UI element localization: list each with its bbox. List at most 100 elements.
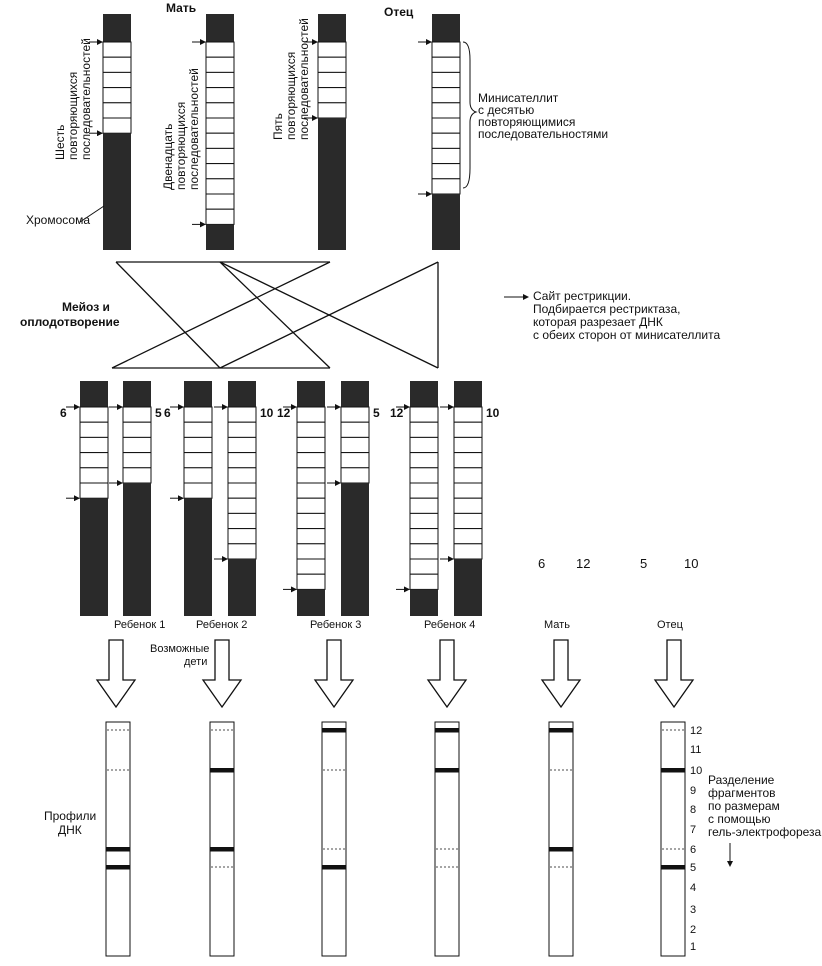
repeat-unit [122, 436, 152, 454]
repeat-unit [409, 573, 439, 590]
mother-chr2-label-line1: Двенадцать [161, 124, 175, 190]
child-3-repeat-count-1: 12 [277, 406, 291, 420]
repeat-unit [79, 436, 109, 454]
repeat-unit [317, 102, 347, 119]
mother-label-bottom: Мать [544, 619, 570, 631]
gel-lanes [105, 721, 686, 957]
minisatellite-label-line1: Минисателлит [478, 91, 559, 105]
repeat-unit [122, 406, 152, 423]
gel-scale-tick-4: 4 [690, 882, 696, 894]
repeat-unit [409, 528, 439, 545]
repeat-unit [431, 163, 461, 180]
repeat-unit [296, 406, 326, 423]
repeat-unit [296, 543, 326, 560]
repeat-unit [296, 436, 326, 454]
repeat-unit [183, 406, 213, 423]
mother-chromosome-1 [89, 14, 132, 250]
chromosome-top-segment [454, 381, 482, 407]
mother-chr1-label-line2: повторяющихся [66, 72, 80, 160]
child-2-label: Ребенок 2 [196, 619, 247, 631]
repeat-unit [122, 421, 152, 438]
gel-band-solid [210, 847, 234, 852]
down-arrows [95, 639, 695, 709]
repeat-unit [431, 132, 461, 149]
repeat-unit [453, 406, 483, 423]
down-arrow-icon-3 [313, 639, 355, 709]
gel-lane-1 [105, 721, 131, 957]
chromosome-bottom-segment [228, 559, 256, 616]
gel-lane-outline [434, 721, 460, 957]
repeat-unit [296, 452, 326, 469]
repeat-unit [409, 512, 439, 530]
chromosome-top-segment [103, 14, 131, 42]
minisatellite-label-line2: с десятью [478, 103, 534, 117]
gel-scale-tick-6: 6 [690, 844, 696, 856]
gel-lane-outline [321, 721, 347, 957]
repeat-unit [340, 436, 370, 454]
restriction-legend-line1: Сайт рестрикции. [533, 289, 631, 303]
repeat-unit [79, 452, 109, 469]
repeat-unit [409, 497, 439, 514]
repeat-unit [227, 421, 257, 438]
chromosome-bottom-segment [123, 483, 151, 616]
repeat-unit [296, 497, 326, 514]
repeat-unit [205, 178, 235, 195]
repeat-unit [227, 436, 257, 454]
repeat-unit [409, 467, 439, 484]
repeat-unit [183, 467, 213, 484]
repeat-unit [227, 512, 257, 530]
repeat-unit [205, 56, 235, 73]
restriction-legend-line4: с обеих сторон от минисателлита [533, 328, 720, 342]
gel-band-solid [549, 728, 573, 733]
child-1-repeat-count-2: 5 [155, 406, 162, 420]
chromosome-bottom-segment [184, 498, 212, 616]
dna-profile-label-line2: ДНК [58, 823, 82, 837]
child-3-label: Ребенок 3 [310, 619, 361, 631]
father-value-1: 5 [640, 556, 647, 571]
repeat-unit [79, 467, 109, 484]
chromosome-top-segment [123, 381, 151, 407]
chromosome-bottom-segment [454, 559, 482, 616]
repeat-unit [431, 41, 461, 58]
repeat-unit [317, 56, 347, 73]
minisatellite-label-line3: повторяющимися [478, 115, 575, 129]
minisatellite-brace [462, 41, 478, 189]
repeat-unit [453, 528, 483, 545]
father-label-bottom: Отец [657, 619, 684, 631]
minisatellite-label-line4: последовательностями [478, 127, 608, 141]
gel-scale-tick-5: 5 [690, 862, 696, 874]
repeat-unit [183, 482, 213, 499]
repeat-unit [79, 482, 109, 499]
repeat-unit [205, 163, 235, 180]
gel-scale-tick-11: 11 [690, 744, 701, 756]
chromosome-bottom-segment [80, 498, 108, 616]
mother-chr2-label-line2: повторяющихся [174, 102, 188, 190]
chromosome-top-segment [206, 14, 234, 42]
child-1-chromosome-2 [109, 381, 152, 616]
down-arrow-icon-2 [201, 639, 243, 709]
repeat-unit [431, 147, 461, 165]
repeat-unit [453, 497, 483, 514]
separation-label: Разделение фрагментов по размерам с помо… [708, 773, 822, 839]
gel-lane-outline [660, 721, 686, 957]
chromosome-bottom-segment [341, 483, 369, 616]
repeat-unit [317, 87, 347, 104]
repeat-unit [409, 452, 439, 469]
chromosome-top-segment [410, 381, 438, 407]
child-1-label: Ребенок 1 [114, 619, 165, 631]
repeat-unit [296, 482, 326, 499]
repeat-unit [205, 193, 235, 210]
child-3-repeat-count-2: 5 [373, 406, 380, 420]
meiosis-lines [111, 261, 439, 369]
down-arrow-icon-4 [426, 639, 468, 709]
repeat-unit [317, 41, 347, 58]
gel-band-solid [106, 865, 130, 870]
meiosis-line-1 [115, 261, 221, 369]
gel-band-solid [435, 728, 459, 733]
gel-lane-outline [548, 721, 574, 957]
chromosome-bottom-segment [318, 118, 346, 250]
gel-lane-3 [321, 721, 347, 957]
repeat-unit [183, 421, 213, 438]
repeat-unit [431, 87, 461, 104]
